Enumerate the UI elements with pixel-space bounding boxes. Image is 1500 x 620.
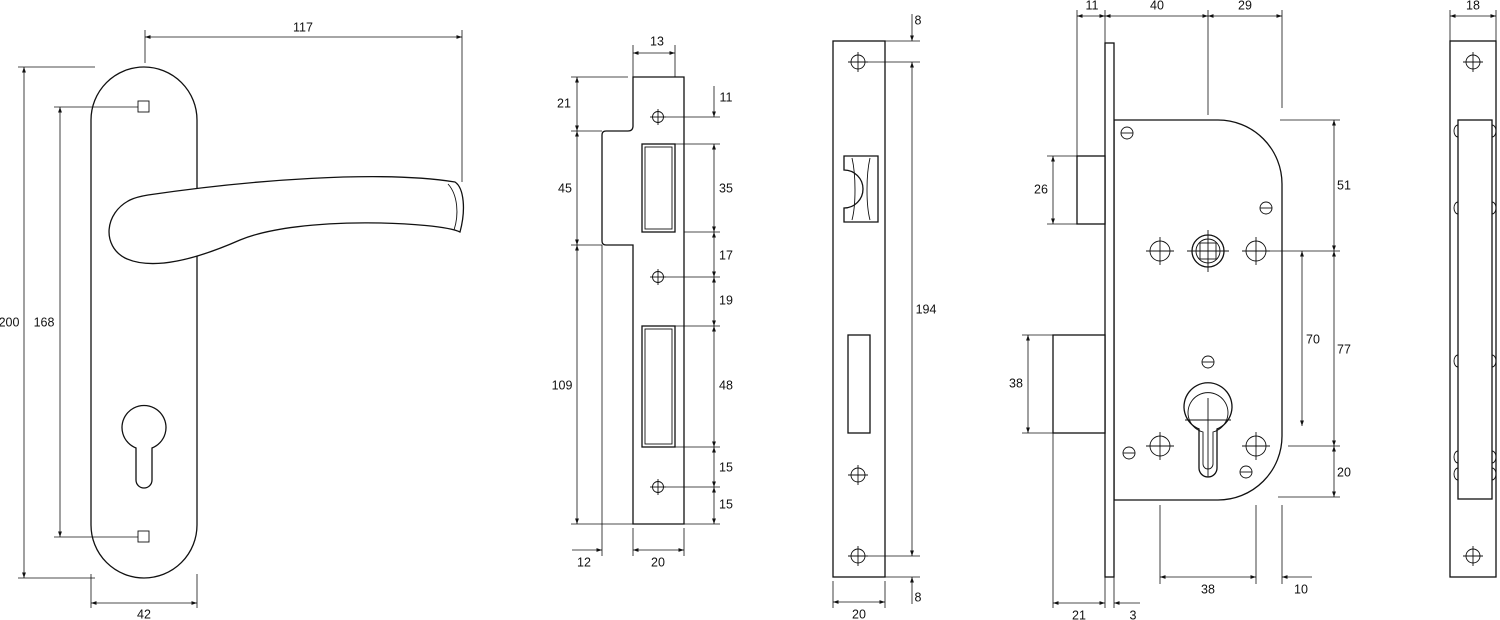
- dim-label: 11: [720, 90, 733, 104]
- handle-screw-hole-top: [137, 100, 150, 113]
- dim-label: 8: [915, 590, 922, 604]
- strike-slot-upper: [641, 143, 676, 233]
- dim-label: 19: [719, 293, 733, 307]
- lever-handle: [108, 176, 465, 265]
- latch-opening: [843, 155, 879, 223]
- side-screw-hole: [1463, 546, 1483, 566]
- faceplate-screw-hole: [848, 546, 868, 566]
- dim-label: 15: [719, 460, 733, 474]
- slotted-screw: [1259, 201, 1273, 215]
- lock-faceplate-edge: [1104, 42, 1115, 578]
- dim-label: 109: [552, 378, 573, 392]
- dim-label: 194: [916, 302, 937, 316]
- lock-fixing-hole: [1146, 432, 1174, 460]
- faceplate-screw-hole: [848, 465, 868, 485]
- dim-label: 20: [852, 607, 866, 620]
- dim-label: 77: [1337, 342, 1351, 356]
- lock-fixing-hole: [1146, 237, 1174, 265]
- dim-label: 35: [719, 181, 733, 195]
- slotted-screw: [1122, 446, 1136, 460]
- strike-slot-lower: [641, 325, 676, 448]
- dim-label: 200: [0, 315, 19, 329]
- deadbolt-opening: [847, 334, 871, 434]
- strike-plate-outline: [601, 76, 685, 525]
- latch-bolt: [1076, 155, 1106, 225]
- lock-left-dims: [1022, 155, 1077, 434]
- dim-label: 10: [1294, 582, 1308, 596]
- side-rivet: [1453, 124, 1497, 481]
- dim-label: 11: [1086, 0, 1099, 12]
- strike-slot-lower-inner: [644, 328, 673, 445]
- handle-backplate: [90, 66, 198, 579]
- dim-label: 17: [719, 248, 733, 262]
- strike-screw-hole: [650, 479, 666, 495]
- lever-tip-edge: [447, 183, 458, 231]
- slotted-screw: [1239, 465, 1253, 479]
- strike-left-dim-chain: [571, 76, 633, 525]
- dim-label: 168: [34, 315, 55, 329]
- dim-label: 3: [1130, 608, 1137, 620]
- lock-top-dims: [1076, 10, 1283, 156]
- dim-label: 40: [1150, 0, 1164, 12]
- dim-label: 21: [1072, 608, 1086, 620]
- spindle-hub: [1187, 230, 1229, 272]
- dim-label: 12: [577, 555, 591, 569]
- strike-slot-upper-inner: [644, 146, 673, 230]
- dim-label: 26: [1034, 182, 1048, 196]
- lock-right-dims: [1266, 119, 1340, 498]
- lock-fixing-hole: [1242, 432, 1270, 460]
- faceplate-outline: [832, 40, 886, 578]
- cylinder-cutout: [1183, 382, 1233, 478]
- dim-label: 8: [915, 13, 922, 27]
- dim-label: 70: [1306, 332, 1320, 346]
- dim-label: 48: [719, 378, 733, 392]
- latch-curve: [851, 157, 856, 221]
- strike-screw-hole: [650, 269, 666, 285]
- dead-bolt: [1052, 334, 1106, 434]
- strike-bottom-dims: [572, 245, 685, 556]
- dim-label: 21: [557, 96, 571, 110]
- side-screw-hole: [1463, 52, 1483, 72]
- dim-label: 45: [558, 181, 572, 195]
- lock-bottom-dims: [1052, 433, 1312, 608]
- strike-plate-view: 13 21 11 45 35 17 19 109 48 15 15 12 20: [552, 34, 733, 569]
- dim-label: 20: [1337, 465, 1351, 479]
- dim-label: 29: [1238, 0, 1252, 12]
- strike-screw-hole: [650, 109, 666, 125]
- faceplate-screw-hole: [848, 52, 868, 72]
- dim-label: 38: [1201, 582, 1215, 596]
- cylinder-keyhole: [121, 404, 167, 489]
- dim-label: 15: [719, 497, 733, 511]
- slotted-screw: [1120, 126, 1134, 140]
- latch-curve: [866, 157, 871, 221]
- dim-label: 20: [651, 555, 665, 569]
- slotted-screw: [1201, 355, 1215, 369]
- strike-right-dim-chain: [666, 86, 720, 525]
- lock-body-view: 11 40 29 26 51 70 77 38 20 21 3 38 10: [1009, 0, 1351, 620]
- dim-label: 117: [293, 20, 313, 34]
- side-lock-case: [1457, 119, 1493, 500]
- dim-label: 51: [1337, 178, 1351, 192]
- dim-label: 42: [137, 607, 151, 620]
- faceplate-view: 8 194 8 20: [832, 13, 937, 620]
- lock-side-view: 18: [1449, 0, 1497, 578]
- handle-view: 117 200 168 42: [0, 20, 465, 620]
- lock-case: [1113, 119, 1283, 501]
- dim-label: 38: [1009, 376, 1023, 390]
- dim-label: 13: [650, 34, 664, 48]
- handle-screw-hole-bottom: [137, 530, 150, 543]
- dim-label: 18: [1466, 0, 1480, 12]
